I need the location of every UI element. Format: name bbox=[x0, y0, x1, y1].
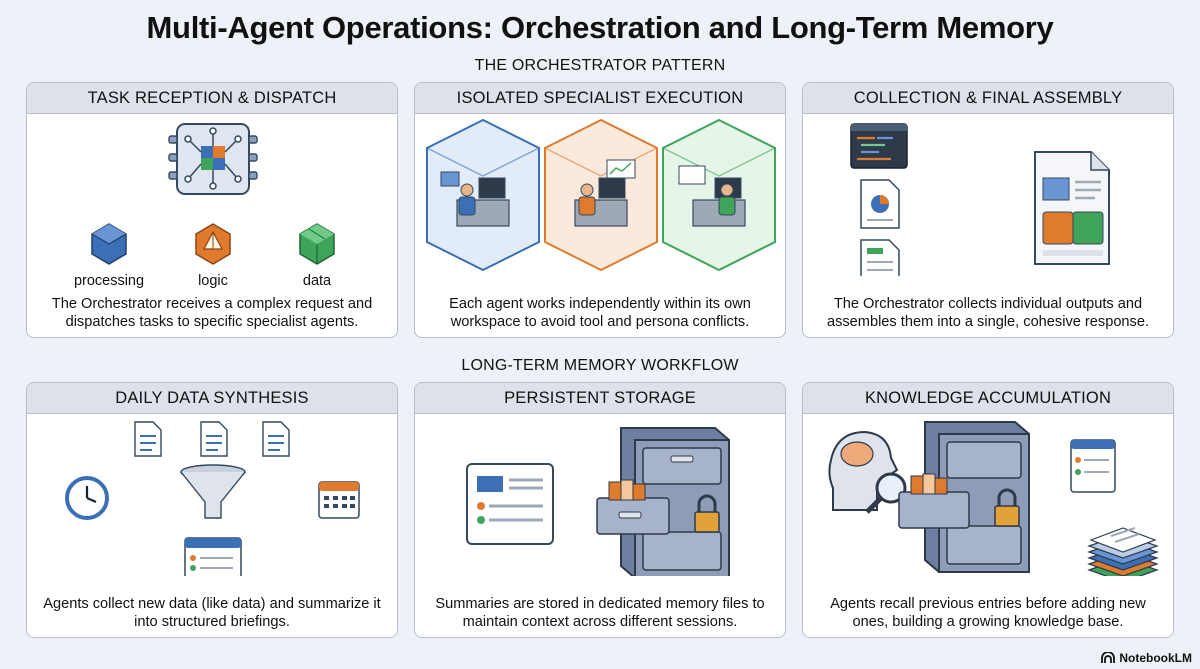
panel-caption: The Orchestrator collects individual out… bbox=[826, 296, 1150, 330]
notebooklm-logo-icon bbox=[1101, 652, 1116, 663]
panel-caption: The Orchestrator receives a complex requ… bbox=[51, 296, 373, 330]
panel-caption: Each agent works independently within it… bbox=[449, 296, 751, 330]
icon-label-processing: processing bbox=[73, 273, 145, 289]
assembled-response-document-icon bbox=[1034, 151, 1110, 265]
panel-illustration bbox=[27, 416, 397, 576]
panel-header: KNOWLEDGE ACCUMULATION bbox=[803, 383, 1173, 414]
funnel-icon bbox=[180, 464, 246, 519]
panel-illustration bbox=[803, 416, 1173, 576]
clock-icon bbox=[65, 476, 109, 520]
panel-illustration bbox=[415, 116, 785, 276]
icon-label-data: data bbox=[302, 273, 332, 289]
panel-header: ISOLATED SPECIALIST EXECUTION bbox=[415, 83, 785, 114]
section-label-memory: LONG-TERM MEMORY WORKFLOW bbox=[461, 357, 739, 374]
filing-cabinet-icon bbox=[596, 427, 730, 576]
filing-cabinet-icon bbox=[898, 421, 1030, 573]
panel-knowledge-accumulation: KNOWLEDGE ACCUMULATION bbox=[802, 382, 1174, 638]
panel-task-reception: TASK RECEPTION & DISPATCH bbox=[26, 82, 398, 338]
icon-label-logic: logic bbox=[198, 273, 228, 289]
code-window-icon bbox=[850, 123, 908, 169]
orchestrator-chip-icon bbox=[168, 123, 258, 195]
panel-header: COLLECTION & FINAL ASSEMBLY bbox=[803, 83, 1173, 114]
panel-caption: Summaries are stored in dedicated memory… bbox=[435, 596, 765, 630]
panel-header: TASK RECEPTION & DISPATCH bbox=[27, 83, 397, 114]
summary-document-icon bbox=[466, 463, 554, 545]
entry-card-icon bbox=[1070, 439, 1116, 493]
briefing-document-icon bbox=[184, 537, 242, 576]
data-agent-icon bbox=[299, 223, 335, 265]
panel-caption: Agents recall previous entries before ad… bbox=[830, 596, 1146, 630]
processing-agent-icon bbox=[91, 223, 127, 265]
panel-final-assembly: COLLECTION & FINAL ASSEMBLY bbox=[802, 82, 1174, 338]
data-document-icon bbox=[200, 421, 228, 457]
brand-name: NotebookLM bbox=[1119, 651, 1192, 665]
lock-icon bbox=[694, 494, 720, 533]
logic-agent-icon bbox=[195, 223, 231, 265]
text-document-icon bbox=[860, 239, 900, 276]
orange-workspace-cube-icon bbox=[544, 118, 658, 272]
brand-watermark: NotebookLM bbox=[1101, 651, 1192, 665]
data-document-icon bbox=[134, 421, 162, 457]
page-title: Multi-Agent Operations: Orchestration an… bbox=[146, 10, 1054, 45]
section-label-orchestrator: THE ORCHESTRATOR PATTERN bbox=[474, 57, 726, 74]
panel-header: PERSISTENT STORAGE bbox=[415, 383, 785, 414]
panel-illustration bbox=[803, 116, 1173, 276]
calendar-icon bbox=[318, 481, 360, 519]
panel-persistent-storage: PERSISTENT STORAGE bbox=[414, 382, 786, 638]
green-workspace-cube-icon bbox=[662, 118, 776, 272]
panel-illustration bbox=[415, 416, 785, 576]
panel-isolated-execution: ISOLATED SPECIALIST EXECUTION bbox=[414, 82, 786, 338]
chart-document-icon bbox=[860, 179, 900, 229]
lock-icon bbox=[994, 488, 1020, 527]
recall-head-icon bbox=[828, 430, 907, 514]
blue-workspace-cube-icon bbox=[426, 118, 540, 272]
panel-illustration bbox=[27, 116, 397, 276]
panel-caption: Agents collect new data (like data) and … bbox=[43, 596, 381, 630]
panel-header: DAILY DATA SYNTHESIS bbox=[27, 383, 397, 414]
panel-daily-synthesis: DAILY DATA SYNTHESIS bbox=[26, 382, 398, 638]
knowledge-stack-icon bbox=[1087, 527, 1159, 576]
data-document-icon bbox=[262, 421, 290, 457]
